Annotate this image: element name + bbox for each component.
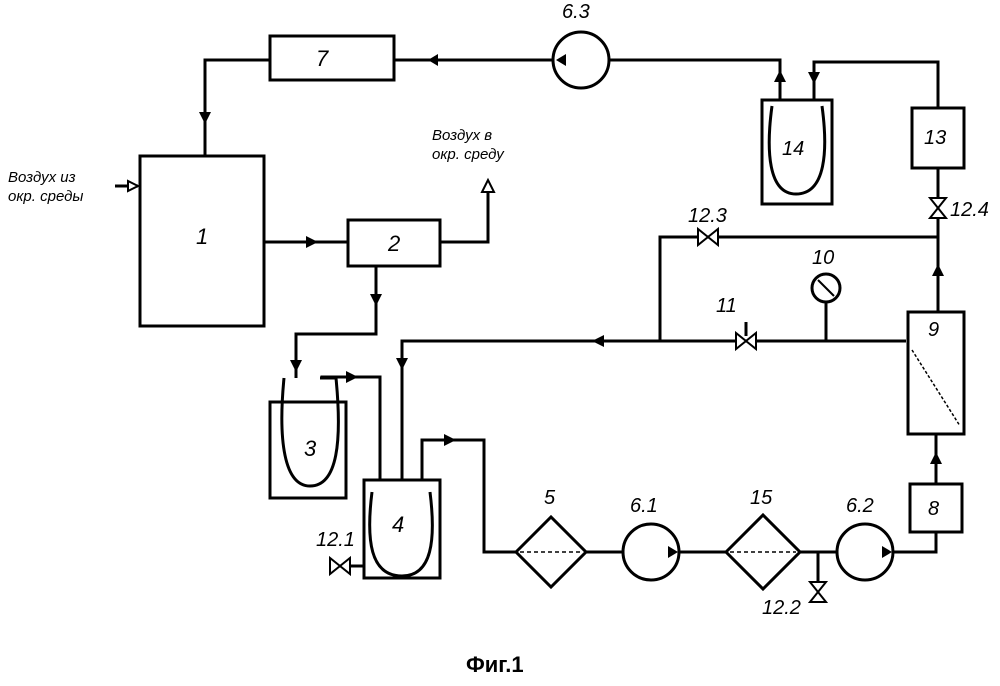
unit-1-label: 1 <box>196 224 208 249</box>
valve-12-1: 12.1 <box>316 529 355 574</box>
arrow-left <box>592 335 604 347</box>
unit-7-label: 7 <box>316 46 329 71</box>
unit-8: 8 <box>910 484 962 532</box>
unit-7: 7 <box>270 36 394 80</box>
air-outlet-arrow <box>482 180 494 192</box>
vessel-14-label: 14 <box>782 138 804 160</box>
pump-6-1-label: 6.1 <box>630 495 658 517</box>
arrow-right <box>306 236 318 248</box>
air-inlet-line-2: окр. среды <box>8 188 83 205</box>
unit-9: 9 <box>908 312 964 434</box>
pump-6-1: 6.1 <box>623 495 679 580</box>
arrow-left <box>428 54 438 66</box>
figure-caption: Фиг.1 <box>466 652 524 677</box>
vessel-4-label: 4 <box>392 512 404 537</box>
unit-8-label: 8 <box>928 498 939 520</box>
valve-12-2: 12.2 <box>762 582 826 619</box>
filter-15: 15 <box>726 487 800 589</box>
vessel-4: 4 <box>364 480 440 578</box>
arrow-down <box>199 112 211 124</box>
unit-13: 13 <box>912 108 964 168</box>
filter-5-label: 5 <box>544 487 556 509</box>
pump-6-2: 6.2 <box>837 495 893 580</box>
valve-12-4: 12.4 <box>930 198 989 221</box>
filter-15-label: 15 <box>750 487 773 509</box>
air-outlet-line-2: окр. среду <box>432 146 505 163</box>
pump-6-3: 6.3 <box>553 1 609 88</box>
filter-5: 5 <box>516 487 586 587</box>
arrow-up <box>932 264 944 276</box>
valve-12-3-label: 12.3 <box>688 205 727 227</box>
valve-12-1-label: 12.1 <box>316 529 355 551</box>
arrow-down <box>370 294 382 306</box>
arrow-up <box>930 452 942 464</box>
gauge-10: 10 <box>812 247 840 302</box>
valve-12-3: 12.3 <box>688 205 727 245</box>
pump-6-2-label: 6.2 <box>846 495 874 517</box>
unit-2-label: 2 <box>387 231 400 256</box>
arrow-down <box>396 358 408 370</box>
air-outlet-note: Воздух в окр. среду <box>432 127 505 163</box>
arrow-down <box>808 72 820 84</box>
arrow-down <box>290 360 302 372</box>
unit-9-label: 9 <box>928 319 939 341</box>
vessel-14: 14 <box>762 100 832 204</box>
unit-1: 1 <box>140 156 264 326</box>
valve-12-4-label: 12.4 <box>950 199 989 221</box>
unit-13-label: 13 <box>924 127 946 149</box>
air-inlet-line-1: Воздух из <box>8 169 76 186</box>
air-inlet-arrow <box>128 181 138 191</box>
gauge-10-label: 10 <box>812 247 834 269</box>
vessel-3: 3 <box>270 378 346 498</box>
arrow-right <box>444 434 456 446</box>
valve-12-2-label: 12.2 <box>762 597 801 619</box>
vessel-3-label: 3 <box>304 436 317 461</box>
pump-6-3-label: 6.3 <box>562 1 590 23</box>
air-inlet-note: Воздух из окр. среды <box>8 169 83 205</box>
arrow-up <box>774 70 786 82</box>
arrow-right <box>346 371 358 383</box>
valve-11-label: 11 <box>716 295 737 317</box>
air-outlet-line-1: Воздух в <box>432 127 492 144</box>
unit-2: 2 <box>348 220 440 266</box>
